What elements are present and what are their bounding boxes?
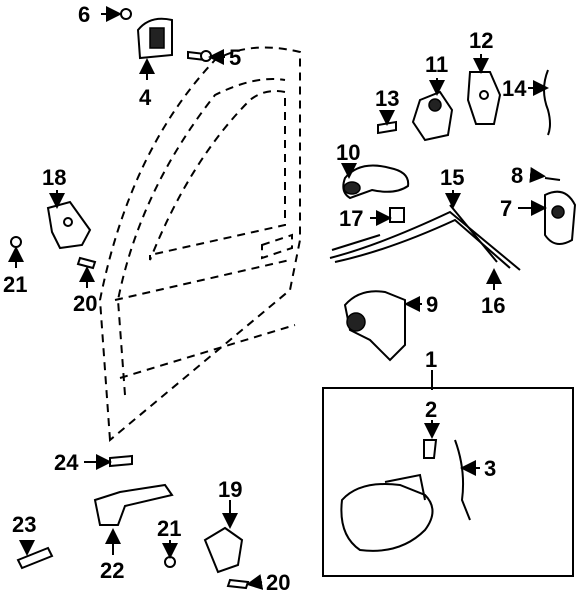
label-21a: 21 bbox=[3, 272, 27, 297]
label-10: 10 bbox=[336, 140, 360, 165]
part-2-lock bbox=[423, 439, 438, 459]
part-13-bolt bbox=[377, 120, 397, 135]
label-7: 7 bbox=[500, 196, 512, 221]
part-22-check-strap bbox=[93, 483, 174, 526]
part-9-actuator bbox=[343, 290, 406, 362]
part-7-latch bbox=[544, 190, 577, 245]
part-12-plate bbox=[466, 71, 502, 125]
label-15: 15 bbox=[440, 165, 464, 190]
part-14-cable bbox=[543, 69, 551, 136]
label-6: 6 bbox=[78, 2, 90, 27]
part-5-screw bbox=[187, 50, 212, 62]
label-22: 22 bbox=[100, 558, 124, 583]
label-14: 14 bbox=[502, 76, 527, 101]
part-19-hinge bbox=[203, 526, 244, 574]
part-3-rod bbox=[454, 439, 471, 521]
label-9: 9 bbox=[426, 292, 438, 317]
part-11-bracket bbox=[411, 90, 454, 142]
label-16: 16 bbox=[481, 293, 505, 318]
part-20-bolt bbox=[76, 256, 97, 270]
outer-handle bbox=[340, 473, 434, 552]
label-20b: 20 bbox=[266, 570, 290, 595]
label-2: 2 bbox=[425, 397, 437, 422]
label-20a: 20 bbox=[73, 291, 97, 316]
part-24-bolt bbox=[109, 454, 133, 468]
label-1: 1 bbox=[425, 347, 437, 372]
label-19: 19 bbox=[218, 477, 242, 502]
label-18: 18 bbox=[42, 165, 66, 190]
part-17-clip bbox=[389, 207, 405, 223]
part-4-striker bbox=[136, 17, 173, 60]
label-12: 12 bbox=[469, 28, 493, 53]
part-21-lower-bolt bbox=[164, 556, 176, 568]
part-10-handle bbox=[342, 164, 410, 200]
leader-lines bbox=[8, 6, 549, 590]
part-1-group-box bbox=[322, 387, 574, 577]
part-21-bolt bbox=[10, 236, 22, 248]
label-13: 13 bbox=[375, 86, 399, 111]
label-11: 11 bbox=[425, 52, 448, 77]
part-20-lower-bolt bbox=[226, 578, 250, 590]
label-21b: 21 bbox=[157, 516, 181, 541]
label-17: 17 bbox=[339, 206, 363, 231]
label-3: 3 bbox=[484, 456, 496, 481]
part-18-hinge bbox=[46, 200, 92, 250]
label-24: 24 bbox=[54, 450, 79, 475]
label-8: 8 bbox=[511, 163, 523, 188]
label-23: 23 bbox=[12, 512, 36, 537]
part-8-screw bbox=[544, 177, 561, 181]
label-5: 5 bbox=[229, 45, 241, 70]
label-4: 4 bbox=[139, 85, 152, 110]
part-15-rods bbox=[329, 204, 521, 271]
door-outline bbox=[98, 46, 301, 443]
part-23-bolt bbox=[16, 546, 54, 570]
